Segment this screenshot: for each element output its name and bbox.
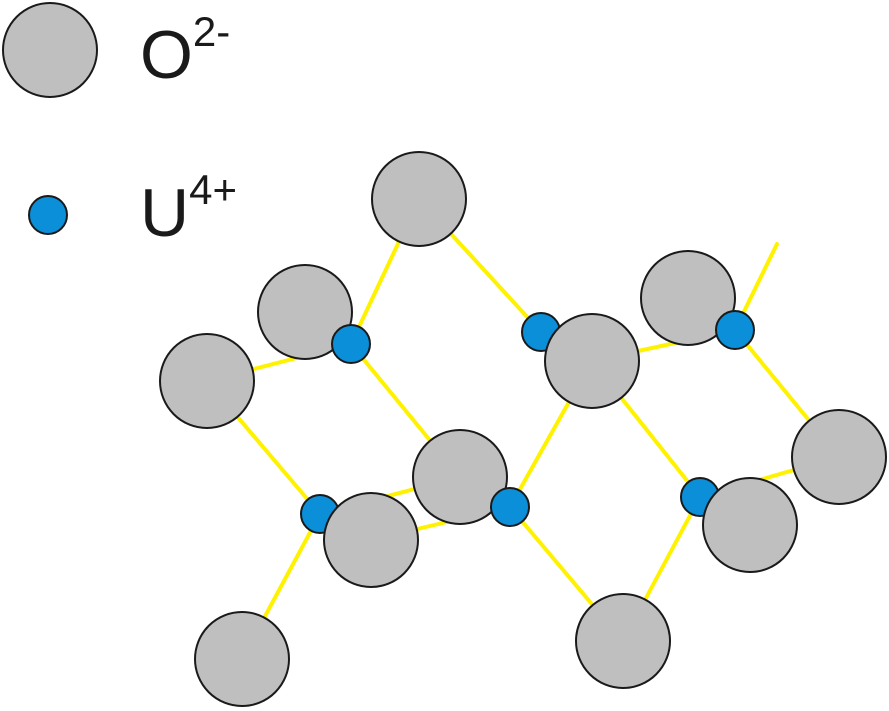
oxygen-atom: [544, 313, 640, 409]
oxygen-atom: [640, 250, 736, 346]
legend-oxygen-label: O2-: [140, 8, 230, 93]
legend: O2- U4+: [2, 2, 237, 251]
uranium-atom: [490, 487, 530, 527]
uranium-atom: [715, 310, 755, 350]
oxygen-atom: [791, 409, 887, 505]
oxygen-atom: [194, 611, 290, 707]
oxygen-atom: [575, 593, 671, 689]
legend-uranium-label: U4+: [140, 166, 237, 251]
legend-oxygen-marker: [2, 2, 98, 98]
oxygen-atom: [323, 492, 419, 588]
atoms: [159, 151, 887, 707]
uranium-atom: [331, 324, 371, 364]
oxygen-atom: [371, 151, 467, 247]
legend-oxygen-symbol: O: [140, 17, 193, 93]
oxygen-atom: [412, 429, 508, 525]
legend-uranium-symbol: U: [140, 175, 189, 251]
oxygen-atom: [159, 333, 255, 429]
oxygen-atom: [257, 264, 353, 360]
legend-uranium-charge: 4+: [189, 166, 237, 213]
legend-oxygen-charge: 2-: [193, 8, 230, 55]
legend-uranium-marker: [28, 195, 68, 235]
oxygen-atom: [702, 477, 798, 573]
